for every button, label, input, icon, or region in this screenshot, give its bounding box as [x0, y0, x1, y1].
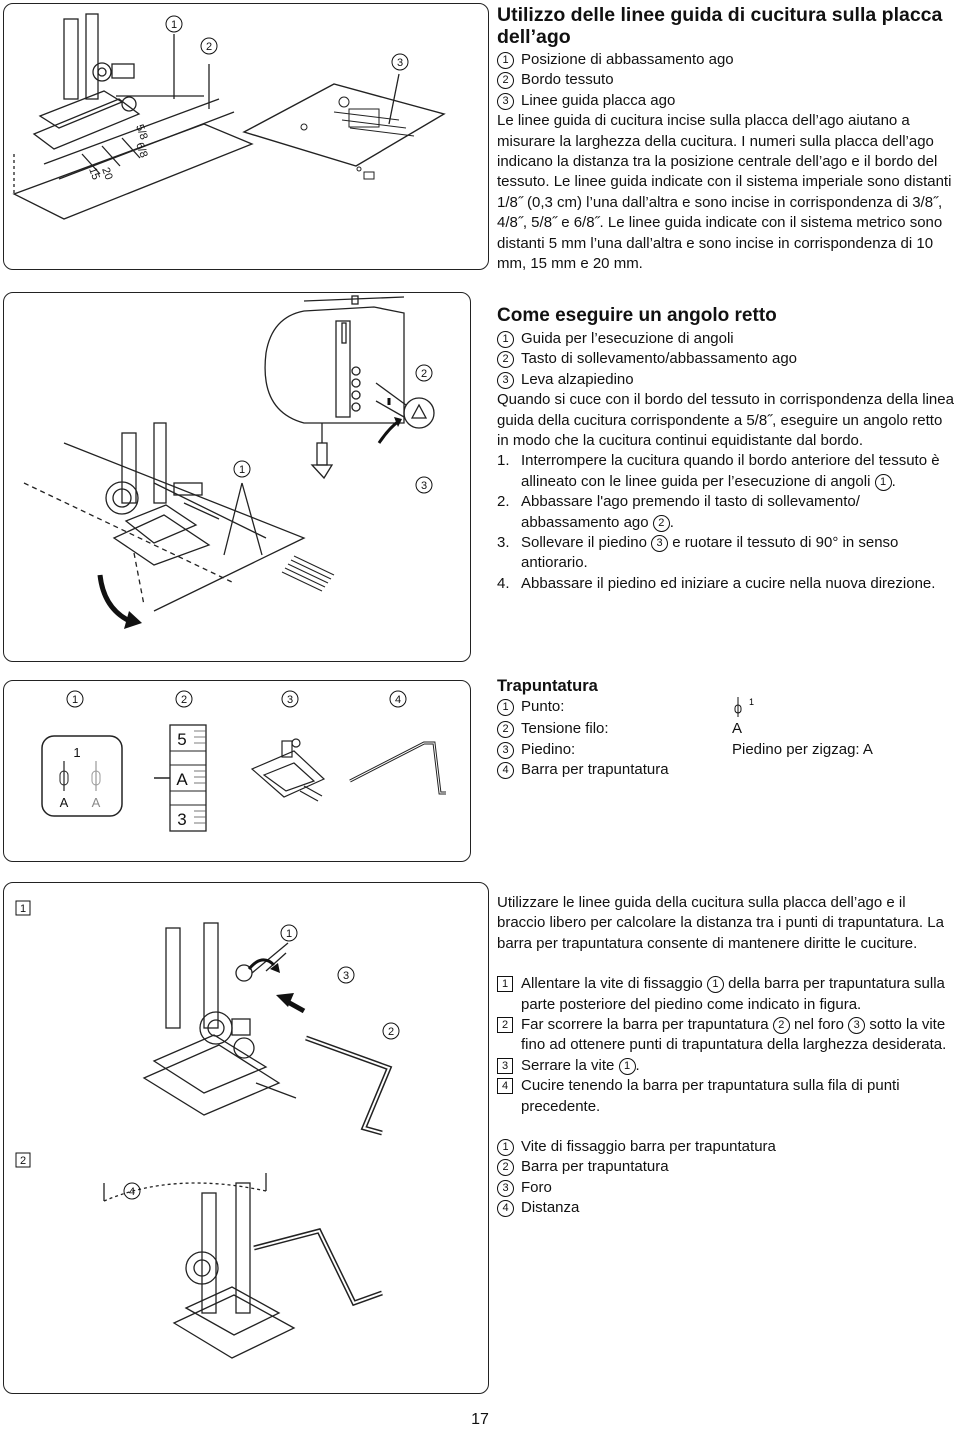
section3-title: Trapuntatura [497, 677, 598, 695]
callout-2: 2 [181, 694, 187, 706]
figure-quilting-bar: 1 2 [3, 882, 489, 1394]
section2-body: Quando si cuce con il bordo del tessuto … [497, 391, 954, 450]
instruction-step: 3 Serrare la vite 1. [497, 1056, 957, 1076]
callout-1: 1 [72, 694, 78, 706]
dial-value-bottom: 3 [177, 810, 186, 829]
stitch-icon-number: 1 [73, 745, 80, 760]
instruction-step: 1 Allentare la vite di fissaggio 1 della… [497, 974, 957, 1015]
callout-1: 1 [239, 464, 245, 476]
setting-value-stitch: 1 [732, 697, 952, 719]
stitch-icon-letter-2: A [92, 795, 101, 810]
section1-body: Le linee guida di cucitura incise sulla … [497, 112, 952, 273]
figure-needle-plate-guides: 1 2 3 15 20 5/8 6/8 [3, 3, 489, 270]
instruction-step: 2 Far scorrere la barra per trapuntatura… [497, 1015, 957, 1056]
instruction-step: 4 Cucire tenendo la barra per trapuntatu… [497, 1076, 957, 1117]
section-quilting-bar: Utilizzare le linee guida della cucitura… [497, 893, 957, 1219]
callout-4: 4 [395, 694, 401, 706]
plate-label-6-8: 6/8 [133, 141, 150, 159]
callout-1: 1 [171, 19, 177, 31]
callout-2: 2 [206, 41, 212, 53]
stitch-icon-letter-1: A [60, 795, 69, 810]
figure-quilting-settings: 1 2 3 4 1 A A [3, 680, 471, 862]
callout-2: 2 [388, 1026, 394, 1038]
section2-title: Come eseguire un angolo retto [497, 305, 777, 326]
instruction-step: 3. Sollevare il piedino 3 e ruotare il t… [497, 534, 899, 572]
step-marker-1: 1 [20, 903, 26, 915]
figure-right-angle: 1 2 3 [3, 292, 471, 662]
callout-3: 3 [287, 694, 293, 706]
callout-2: 2 [421, 368, 427, 380]
section1-title: Utilizzo delle linee guida di cucitura s… [497, 4, 943, 48]
svg-text:1: 1 [749, 697, 754, 707]
callout-3: 3 [343, 970, 349, 982]
step-marker-2: 2 [20, 1155, 26, 1167]
instruction-step: 2. Abbassare l'ago premendo il tasto di … [497, 493, 860, 532]
plate-label-15: 15 [86, 166, 101, 182]
page-number: 17 [471, 1411, 489, 1428]
section-seam-guides: Utilizzo delle linee guida di cucitura s… [497, 4, 957, 274]
plate-label-5-8: 5/8 [133, 123, 150, 141]
plate-label-20: 20 [99, 166, 114, 182]
setting-value: A [732, 720, 743, 738]
callout-4: 4 [129, 1186, 135, 1198]
callout-1: 1 [286, 928, 292, 940]
straight-stitch-icon: 1 [734, 697, 754, 717]
section4-intro: Utilizzare le linee guida della cucitura… [497, 894, 944, 952]
dial-value-middle: A [176, 770, 188, 789]
instruction-step: 1. Interrompere la cucitura quando il bo… [497, 452, 940, 491]
callout-3: 3 [421, 480, 427, 492]
dial-value-top: 5 [177, 730, 186, 749]
setting-value: Piedino per zigzag: A [732, 740, 873, 758]
setting-value [732, 760, 952, 780]
callout-3: 3 [397, 57, 403, 69]
instruction-step: 4. Abbassare il piedino ed iniziare a cu… [497, 574, 936, 592]
